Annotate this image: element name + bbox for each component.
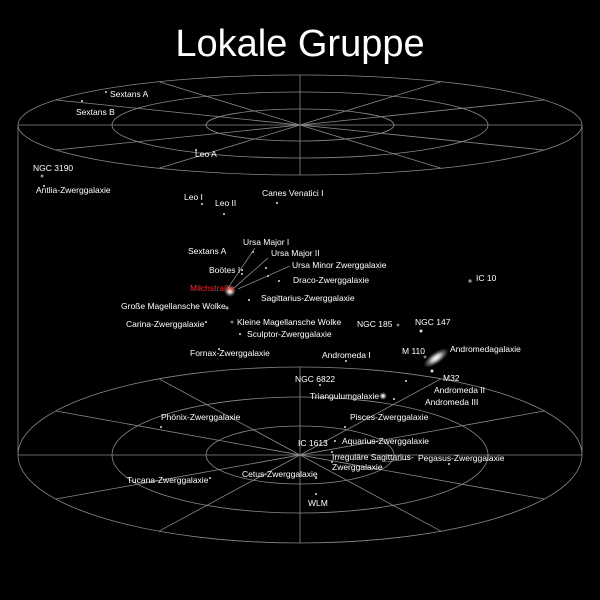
galaxy-marker-carina-zwerggalaxie: [205, 321, 207, 323]
galaxy-label-zwerggalaxie: Zwerggalaxie: [332, 462, 383, 472]
galaxy-marker-ngc-3190: [39, 173, 45, 179]
page-title: Lokale Gruppe: [175, 23, 424, 65]
galaxy-marker-m32: [430, 369, 434, 373]
galaxy-label-sagittarius-zwerggalaxie: Sagittarius-Zwerggalaxie: [261, 293, 355, 303]
galaxy-label-carina-zwerggalaxie: Carina-Zwerggalaxie: [126, 319, 205, 329]
galaxy-marker-sextans-a: [241, 269, 243, 271]
galaxy-marker-triangulumgalaxie: [379, 392, 387, 400]
galaxy-label-sextans-b: Sextans B: [76, 107, 115, 117]
galaxy-label-cetus-zwerggalaxie: Cetus-Zwerggalaxie: [242, 469, 318, 479]
galaxy-marker-ic-10: [467, 278, 473, 284]
galaxy-label-sextans-a: Sextans A: [188, 246, 227, 256]
galaxy-label-ic-10: IC 10: [476, 273, 497, 283]
galaxy-marker-boötes-i: [241, 273, 243, 275]
galaxy-label-andromeda-i: Andromeda I: [322, 350, 371, 360]
connector-ursa-minor-zwerggalaxie: [237, 265, 291, 290]
bottom-spokes: [18, 367, 582, 543]
galaxy-label-sculptor-zwerggalaxie: Sculptor-Zwerggalaxie: [247, 329, 332, 339]
galaxy-label-ngc-147: NGC 147: [415, 317, 451, 327]
galaxy-label-pegasus-zwerggalaxie: Pegasus-Zwerggalaxie: [418, 453, 505, 463]
galaxy-label-ursa-minor-zwerggalaxie: Ursa Minor Zwerggalaxie: [292, 260, 387, 270]
galaxy-marker-pisces-zwerggalaxie: [344, 426, 346, 428]
galaxy-marker-irreguläre-sagittarius: [331, 461, 333, 463]
galaxy-labels: Sextans A Sextans B Leo A NGC 3190Antlia-Zw…: [33, 89, 521, 508]
galaxy-marker-pegasus-zwerggalaxie: [448, 463, 450, 465]
galaxy-marker-sagittarius-zwerggalaxie: [248, 299, 250, 301]
galaxy-marker-andromeda-i: [345, 360, 347, 362]
galaxy-label-canes-venatici-i: Canes Venatici I: [262, 188, 323, 198]
galaxy-label-m-110: M 110: [402, 346, 425, 356]
galaxy-label-ngc-3190: NGC 3190: [33, 163, 73, 173]
connector-irreguläre-sagittarius: [384, 458, 411, 463]
galaxy-label-boötes-i: Boötes I: [209, 265, 240, 275]
galaxy-marker-ngc-147: [419, 329, 423, 333]
galaxy-marker-phönix-zwerggalaxie: [160, 426, 162, 428]
connector-ursa-major-i: [227, 247, 256, 289]
galaxy-connectors: [227, 247, 411, 463]
galaxy-marker-ursa-major-ii: [265, 267, 267, 269]
galaxy-label-fornax-zwerggalaxie: Fornax-Zwerggalaxie: [190, 348, 270, 358]
galaxy-label-kleine-magellansche-wolke: Kleine Magellansche Wolke: [237, 317, 342, 327]
galaxy-label-tucana-zwerggalaxie: Tucana-Zwerggalaxie: [127, 475, 209, 485]
galaxy-label-ic-1613: IC 1613: [298, 438, 328, 448]
galaxy-label-leo-ii: Leo II: [215, 198, 236, 208]
galaxy-label-pisces-zwerggalaxie: Pisces-Zwerggalaxie: [350, 412, 429, 422]
galaxy-marker-fornax-zwerggalaxie: [218, 348, 220, 350]
cylinder-frame: [17, 74, 583, 544]
galaxy-marker-andromedagalaxie: [423, 348, 449, 368]
top-spokes: [18, 75, 582, 175]
galaxy-label-milchstraße: Milchstraße: [190, 283, 234, 293]
galaxy-label-ursa-major-i: Ursa Major I: [243, 237, 289, 247]
galaxy-label-phönix-zwerggalaxie: Phönix-Zwerggalaxie: [161, 412, 241, 422]
galaxy-label-wlm: WLM: [308, 498, 328, 508]
galaxy-marker-andromeda-ii: [405, 380, 407, 382]
galaxy-marker-draco-zwerggalaxie: [278, 280, 280, 282]
galaxy-label-andromeda-ii: Andromeda II: [434, 385, 485, 395]
galaxy-marker-leo-i: [201, 203, 203, 205]
galaxy-label-sextans-a: Sextans A: [110, 89, 149, 99]
galaxy-label-ursa-major-ii: Ursa Major II: [271, 248, 320, 258]
galaxy-marker-milchstraße: [224, 285, 236, 297]
galaxy-label-irreguläre-sagittarius: Irreguläre Sagittarius-: [332, 452, 414, 462]
galaxy-marker-wlm: [315, 493, 317, 495]
galaxy-marker-ngc-6822: [319, 384, 321, 386]
galaxy-marker-sextans-b: [81, 100, 83, 102]
galaxy-marker-tucana-zwerggalaxie: [209, 477, 211, 479]
galaxy-marker-antlia-zwerggalaxie: [43, 185, 45, 187]
galaxy-label-andromeda-iii: Andromeda III: [425, 397, 478, 407]
galaxy-marker-ngc-185: [396, 323, 400, 327]
connector-ursa-major-ii: [233, 257, 269, 289]
galaxy-marker-ic-1613: [331, 451, 333, 453]
galaxy-label-m32: M32: [443, 373, 460, 383]
galaxy-label-draco-zwerggalaxie: Draco-Zwerggalaxie: [293, 275, 369, 285]
galaxy-label-antlia-zwerggalaxie: Antlia-Zwerggalaxie: [36, 185, 111, 195]
galaxy-marker-andromeda-iii: [393, 398, 395, 400]
galaxy-marker-aquarius-zwerggalaxie: [334, 440, 336, 442]
galaxy-label-leo-i: Leo I: [184, 192, 203, 202]
galaxy-label-große-magellansche-wolke: Große Magellansche Wolke: [121, 301, 226, 311]
galaxy-marker-kleine-magellansche-wolke: [230, 320, 234, 324]
galaxy-marker-cetus-zwerggalaxie: [315, 477, 317, 479]
galaxy-label-leo-a: Leo A: [195, 149, 217, 159]
galaxy-label-ngc-185: NGC 185: [357, 319, 393, 329]
galaxy-label-andromedagalaxie: Andromedagalaxie: [450, 344, 521, 354]
galaxy-marker-sextans-a: [105, 91, 107, 93]
galaxy-marker-große-magellansche-wolke: [224, 305, 230, 311]
galaxy-marker-leo-a: [195, 149, 197, 151]
galaxy-marker-sculptor-zwerggalaxie: [239, 333, 241, 335]
galaxy-marker-leo-ii: [223, 213, 225, 215]
galaxy-label-triangulumgalaxie: Triangulumgalaxie: [310, 391, 379, 401]
galaxy-label-ngc-6822: NGC 6822: [295, 374, 335, 384]
galaxy-marker-canes-venatici-i: [276, 202, 278, 204]
galaxy-label-aquarius-zwerggalaxie: Aquarius-Zwerggalaxie: [342, 436, 429, 446]
galaxy-marker-m-110: [423, 355, 427, 359]
